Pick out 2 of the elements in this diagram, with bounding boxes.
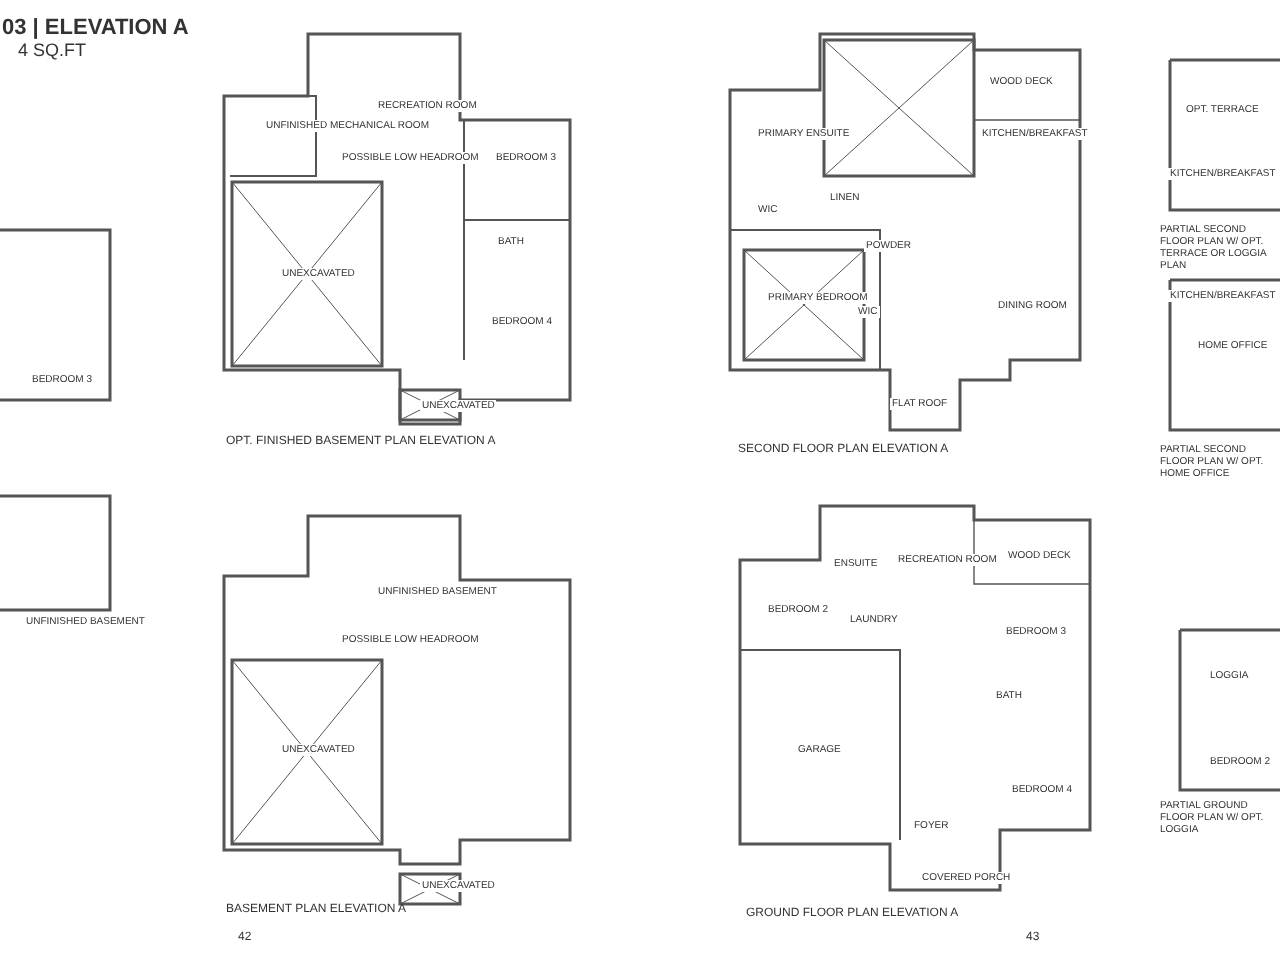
area-label: 4 SQ.FT [16, 40, 89, 60]
page-title: 03 | ELEVATION A [0, 16, 191, 40]
